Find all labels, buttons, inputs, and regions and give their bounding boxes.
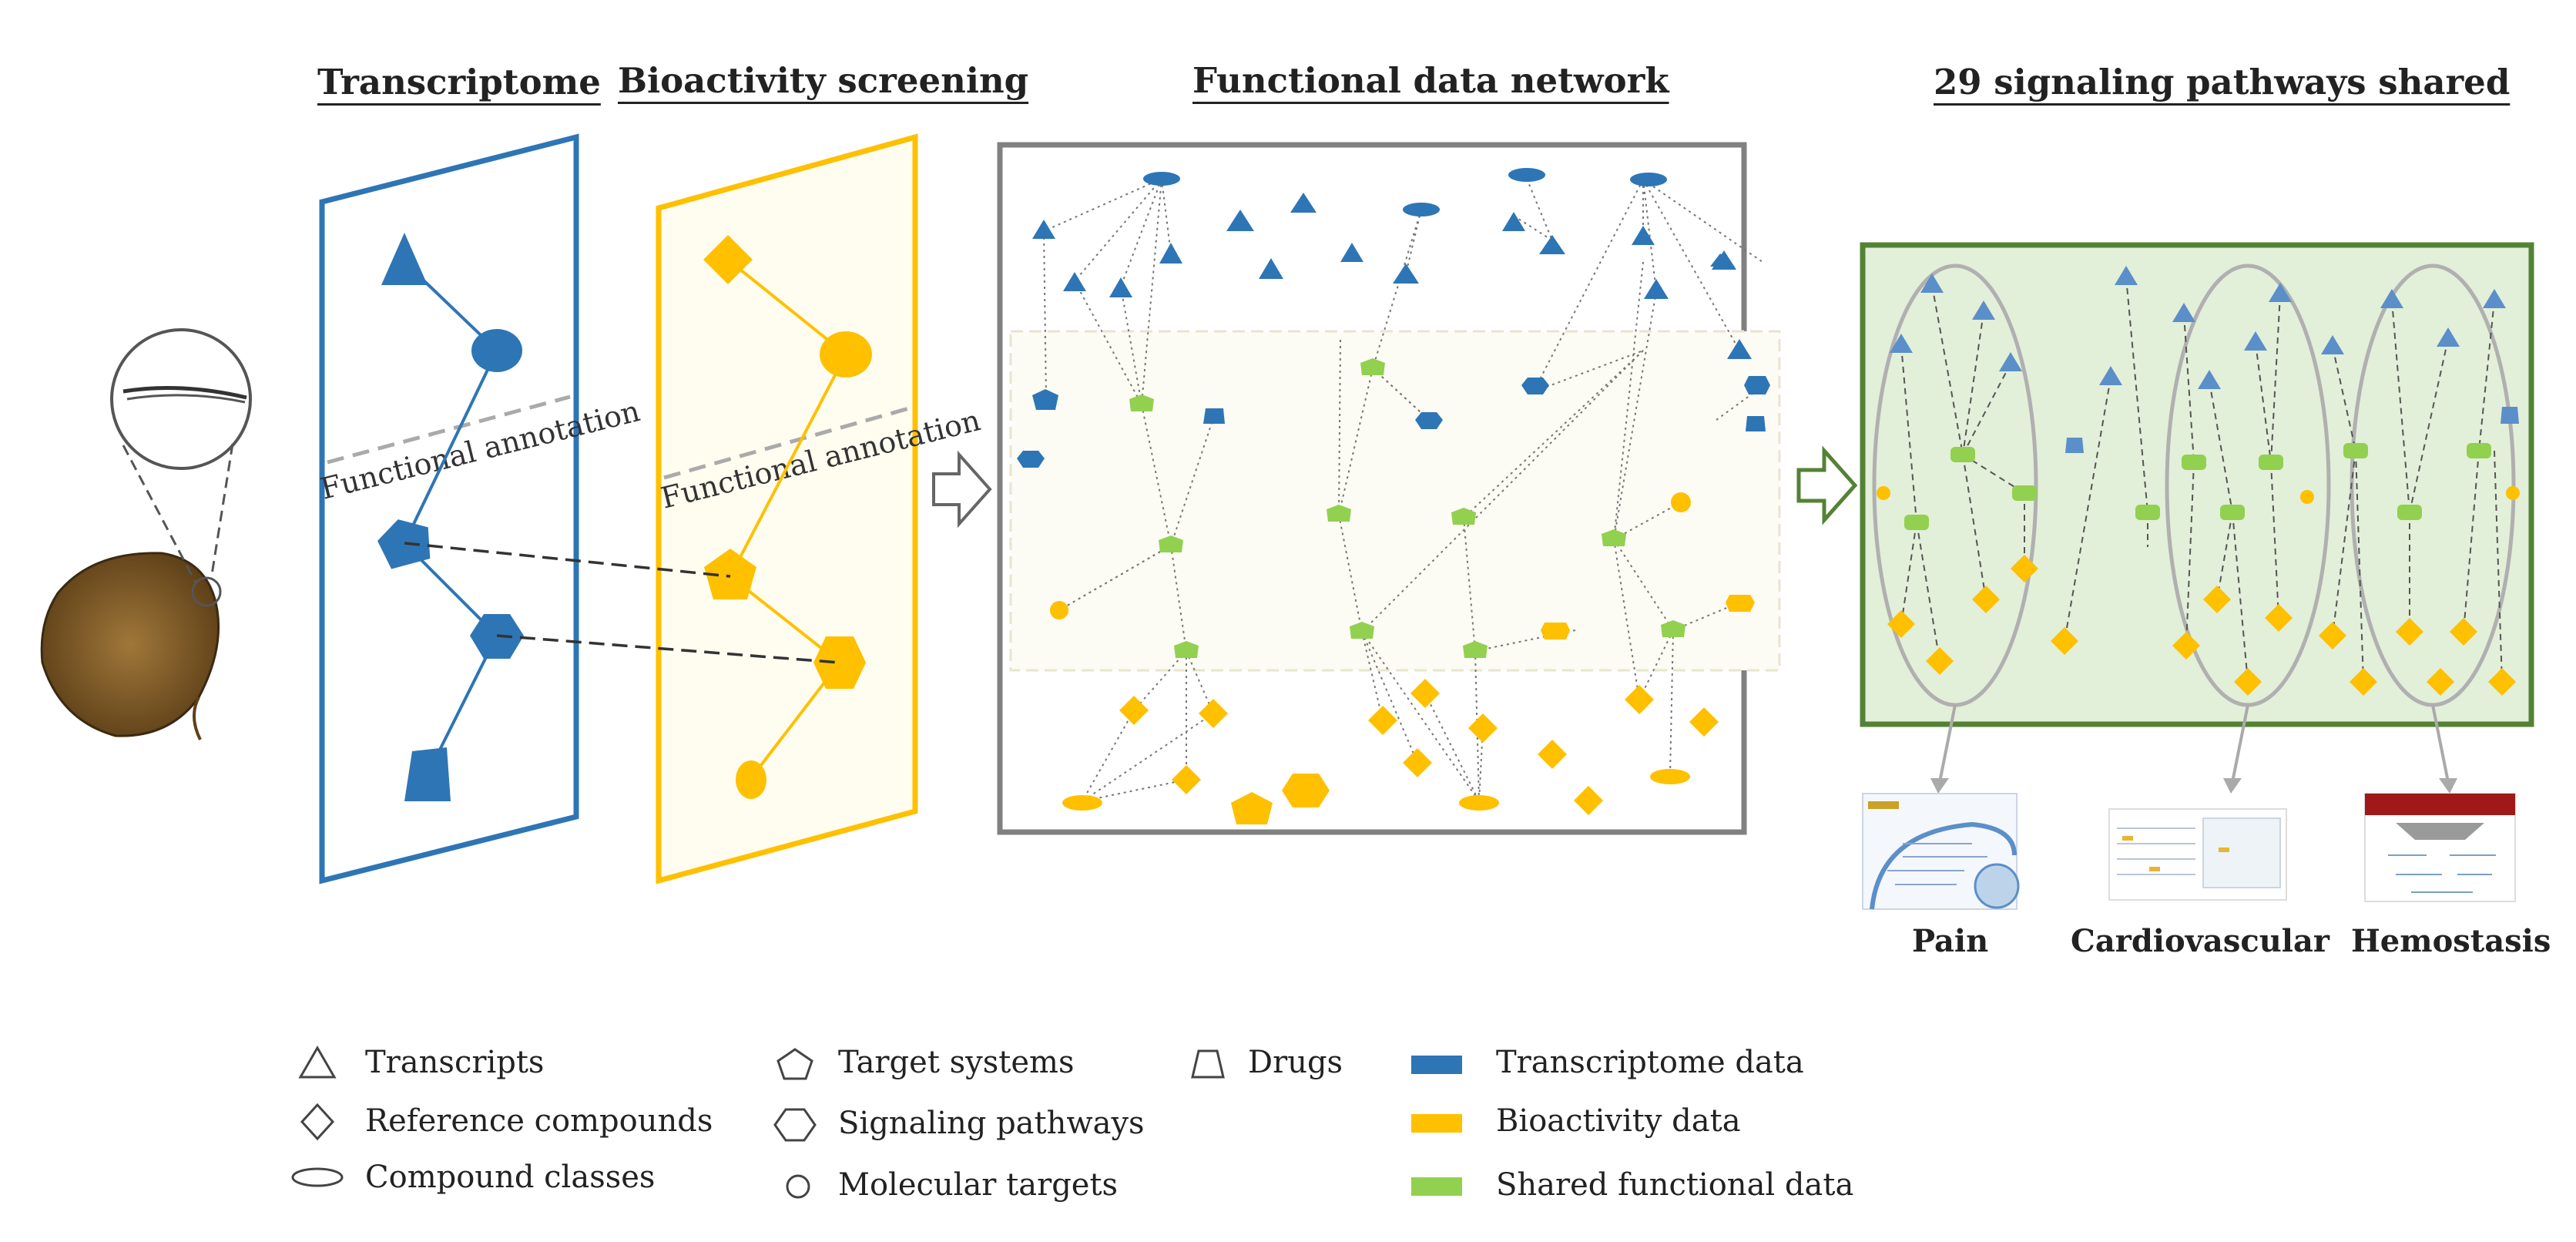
reference-compounds-legend-icon bbox=[300, 1103, 335, 1141]
compound-class-node bbox=[471, 329, 522, 372]
transcripts-legend-icon bbox=[298, 1046, 337, 1079]
stingray-illustration bbox=[40, 328, 252, 740]
hemostasis-pathway-thumbnail bbox=[2364, 793, 2516, 902]
shared-pathways-panel bbox=[1860, 242, 2534, 727]
legend-symbols bbox=[291, 1046, 1225, 1199]
legend-molecular-targets: Molecular targets bbox=[838, 1167, 1119, 1203]
signaling-pathway-node bbox=[813, 636, 866, 689]
target-systems-legend-icon bbox=[776, 1048, 813, 1080]
legend-reference-compounds: Reference compounds bbox=[365, 1103, 713, 1139]
drugs-legend-icon bbox=[1191, 1049, 1225, 1079]
signaling-pathways-legend-icon bbox=[773, 1108, 817, 1142]
bioactivity-header: Bioactivity screening bbox=[618, 60, 1029, 101]
arrow-to-shared bbox=[1796, 445, 1858, 525]
transcriptome-header: Transcriptome bbox=[317, 62, 601, 102]
compound-classes-legend-icon bbox=[291, 1167, 344, 1187]
pathway-label-cardiovascular: Cardiovascular bbox=[2071, 923, 2329, 959]
shared-zone bbox=[1009, 330, 1781, 672]
pathway-label-hemostasis: Hemostasis bbox=[2351, 923, 2551, 959]
molecular-target-node bbox=[736, 760, 766, 799]
shared-pathways-header: 29 signaling pathways shared bbox=[1934, 62, 2511, 102]
legend-signaling-pathways: Signaling pathways bbox=[838, 1106, 1145, 1141]
pathway-label-pain: Pain bbox=[1912, 923, 1989, 959]
legend-compound-classes: Compound classes bbox=[365, 1160, 656, 1195]
transcriptome-data-swatch bbox=[1411, 1056, 1462, 1074]
transcript-node bbox=[381, 233, 428, 285]
bioactivity-data-swatch bbox=[1411, 1114, 1462, 1133]
target-system-node bbox=[704, 549, 756, 599]
legend-transcripts: Transcripts bbox=[365, 1045, 545, 1080]
molecular-targets-legend-icon bbox=[786, 1174, 810, 1199]
shared-functional-data-swatch bbox=[1411, 1177, 1462, 1196]
legend-shared-functional-data: Shared functional data bbox=[1496, 1167, 1854, 1203]
reference-compound-node bbox=[703, 235, 753, 284]
network-header: Functional data network bbox=[1192, 60, 1669, 101]
legend-target-systems: Target systems bbox=[838, 1045, 1075, 1080]
target-system-node bbox=[377, 519, 431, 569]
functional-network-panel bbox=[997, 142, 1781, 835]
drug-node bbox=[404, 747, 451, 801]
zoom-circle bbox=[110, 328, 252, 470]
cardiovascular-pathway-thumbnail bbox=[2108, 808, 2287, 901]
legend-transcriptome-data: Transcriptome data bbox=[1496, 1045, 1804, 1080]
legend-bioactivity-data: Bioactivity data bbox=[1496, 1103, 1741, 1139]
arrow-to-network bbox=[932, 450, 992, 529]
transcriptome-panel: Functional annotation bbox=[317, 133, 643, 885]
pain-pathway-thumbnail bbox=[1862, 793, 2020, 910]
legend-drugs: Drugs bbox=[1248, 1045, 1343, 1080]
compound-class-node bbox=[820, 331, 872, 378]
bioactivity-panel: Functional annotation bbox=[656, 133, 984, 885]
